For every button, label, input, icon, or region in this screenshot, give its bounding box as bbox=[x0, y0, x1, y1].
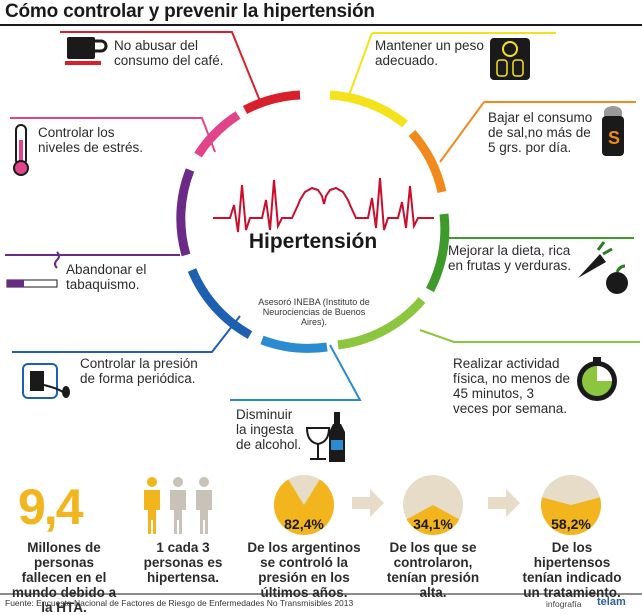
ecg-heart bbox=[213, 177, 434, 233]
tip-exercise: Realizar actividad física, no menos de 4… bbox=[453, 356, 571, 416]
connector-salt-ring bbox=[439, 101, 485, 163]
coffee-cup-icon bbox=[65, 37, 108, 65]
tip-weight: Mantener un peso adecuado. bbox=[375, 38, 484, 68]
connector-stress bbox=[10, 117, 216, 153]
connector-weight-ring bbox=[347, 32, 373, 99]
source-note: Fuente: Encuesta Nacional de Factores de… bbox=[5, 598, 354, 608]
treated-percent: 58,2% bbox=[551, 516, 591, 532]
tip-smoking: Abandonar el tabaquismo. bbox=[66, 262, 147, 292]
connector-pressure bbox=[12, 315, 241, 353]
ecg-line bbox=[213, 177, 434, 233]
pie-chart-controlled bbox=[274, 475, 334, 535]
deaths-number: 9,4 bbox=[18, 479, 84, 535]
fruit-vegetable-icon bbox=[578, 241, 628, 294]
tip-alcohol: Disminuir la ingesta de alcohol. bbox=[236, 407, 302, 452]
controlled-percent: 82,4% bbox=[284, 516, 324, 532]
center-title: Hipertensión bbox=[248, 230, 378, 253]
svg-text:S: S bbox=[608, 128, 620, 148]
person-icon bbox=[196, 477, 212, 534]
deaths-text: Millones de personas fallecen en el mund… bbox=[11, 540, 117, 615]
wine-bottle-icon bbox=[305, 412, 345, 462]
scale-icon bbox=[490, 38, 530, 80]
ring-segment-stress bbox=[194, 111, 241, 158]
ring-segment-weight bbox=[329, 90, 408, 128]
controlled-text: De los argentinos se controló la presión… bbox=[247, 540, 361, 600]
prevention-ring bbox=[176, 90, 450, 353]
connector-alcohol bbox=[230, 344, 362, 401]
infographic-credit: infografía bbox=[546, 599, 582, 609]
arrow-right-icon bbox=[352, 489, 384, 517]
high-percent: 34,1% bbox=[413, 516, 453, 532]
connector-lines bbox=[5, 31, 640, 401]
ring-segment-coffee bbox=[242, 90, 301, 115]
connector-coffee bbox=[60, 31, 263, 107]
treated-text: De los hipertensos tenían indicado un tr… bbox=[522, 540, 622, 600]
tip-pressure: Controlar la presión de forma periódica. bbox=[80, 356, 198, 386]
pie-chart-high bbox=[403, 475, 463, 535]
brand-logo: telam bbox=[597, 596, 626, 608]
tip-salt: Bajar el consumo de sal,no más de 5 grs.… bbox=[488, 110, 593, 155]
advisor-credit: Asesoró INEBA (Instituto de Neurociencia… bbox=[258, 297, 370, 327]
tip-coffee: No abusar del consumo del café. bbox=[114, 38, 224, 68]
ring-segment-exercise bbox=[337, 297, 426, 350]
ratio-text: 1 cada 3 personas es hipertensa. bbox=[143, 540, 223, 585]
title-divider bbox=[0, 24, 642, 26]
tip-diet: Mejorar la dieta, rica en frutas y verdu… bbox=[448, 243, 572, 273]
ring-segment-smoking bbox=[176, 168, 195, 257]
ring-segment-diet bbox=[425, 213, 450, 293]
thermometer-icon bbox=[13, 124, 29, 176]
ring-segment-alcohol bbox=[260, 335, 328, 353]
high-text: De los que se controlaron, tenían presió… bbox=[386, 540, 480, 600]
connector-exercise bbox=[419, 329, 640, 343]
blood-pressure-monitor-icon bbox=[22, 363, 70, 399]
salt-shaker-icon: S bbox=[602, 106, 624, 156]
stopwatch-icon bbox=[577, 357, 617, 401]
arrow-right-icon bbox=[488, 489, 520, 517]
cigarette-icon bbox=[6, 251, 60, 288]
person-icon-highlighted bbox=[144, 477, 160, 534]
ring-segment-salt bbox=[408, 130, 447, 194]
person-icon bbox=[170, 477, 186, 534]
page-title: Cómo controlar y prevenir la hipertensió… bbox=[5, 1, 375, 22]
ring-segment-pressure bbox=[187, 268, 253, 339]
person-icons bbox=[144, 477, 212, 534]
pie-chart-treated bbox=[541, 475, 601, 536]
tip-stress: Controlar los niveles de estrés. bbox=[38, 125, 144, 155]
